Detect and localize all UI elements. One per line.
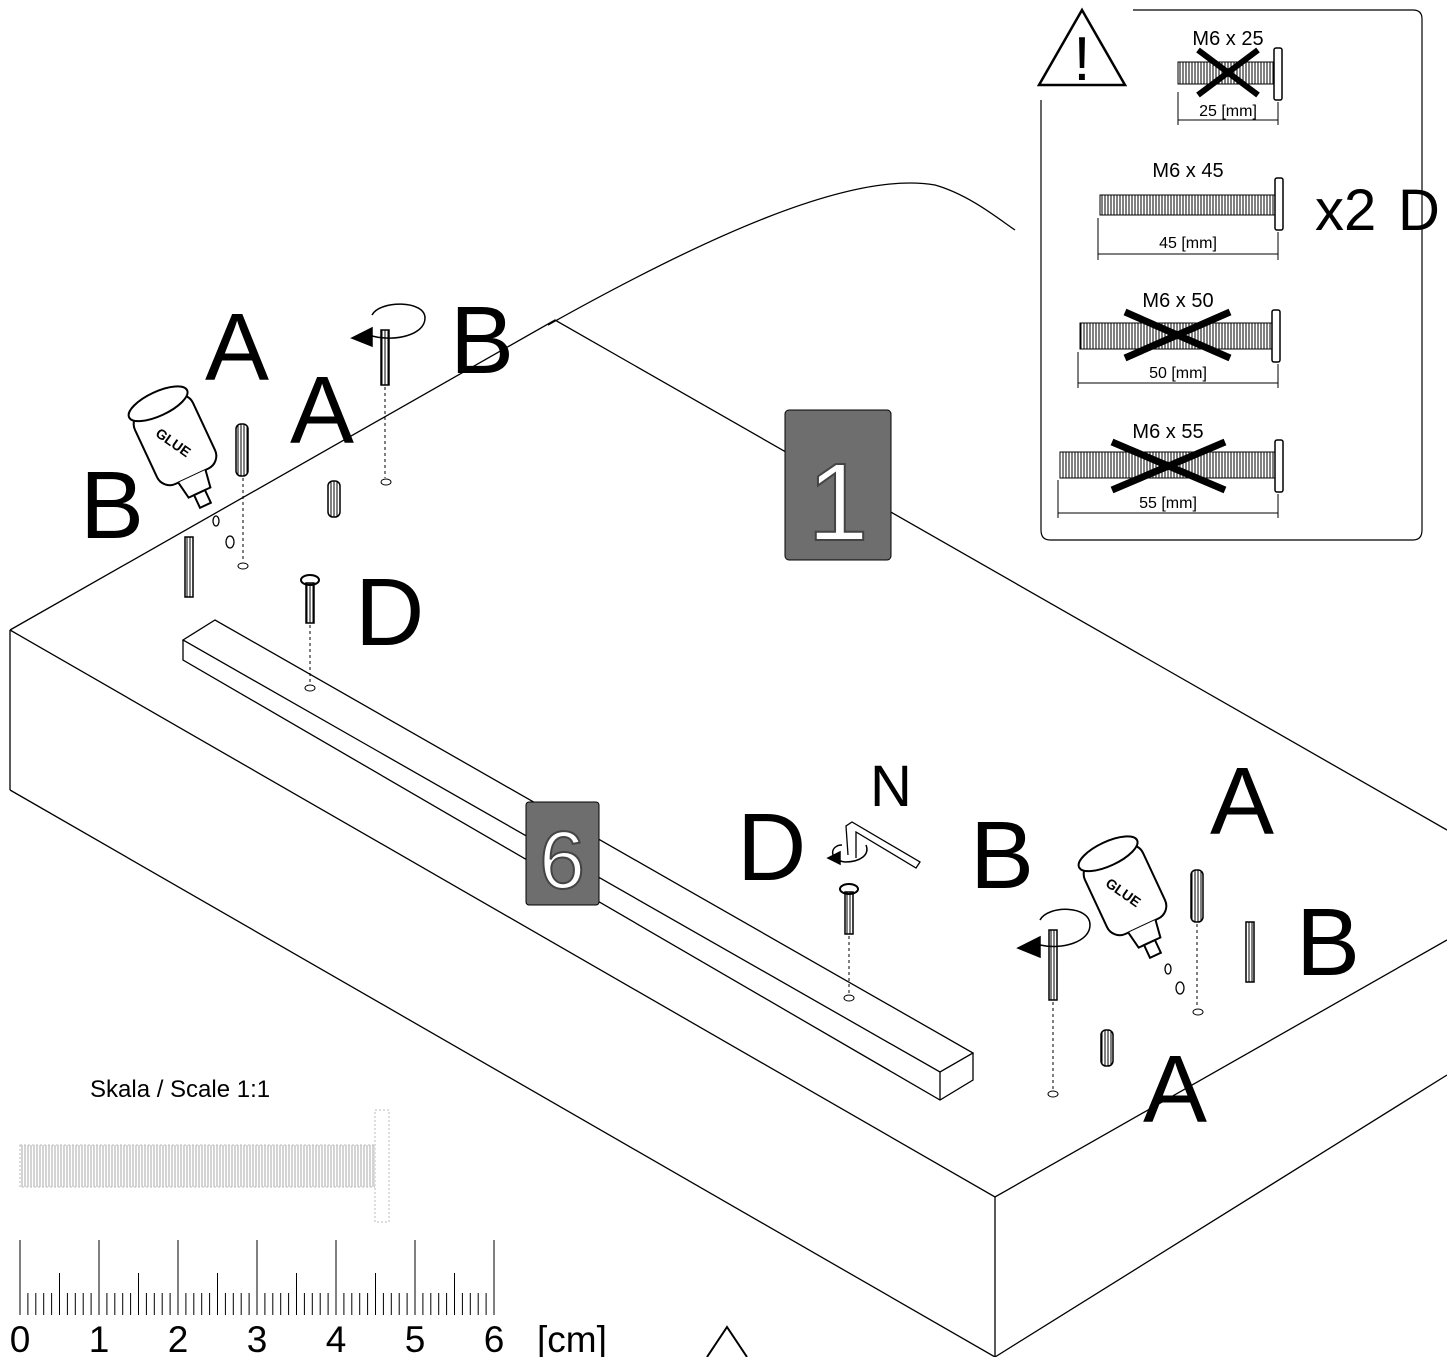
- ruler-number: 0: [10, 1319, 31, 1357]
- screw-icon: [300, 574, 320, 692]
- glue-bottle-icon: GLUE: [1077, 835, 1168, 960]
- part-label-b: B: [80, 452, 144, 559]
- ruler: [19, 1240, 495, 1315]
- part-label-b: B: [1296, 889, 1360, 996]
- step-number-1: 1: [807, 441, 868, 564]
- screw-name: M6 x 45: [1152, 160, 1223, 182]
- part-label-b: B: [450, 287, 514, 394]
- screw-spec-m6x45: M6 x 45 45 [mm]: [1097, 160, 1284, 260]
- part-label-a: A: [205, 294, 269, 401]
- ruler-numbers: 0 1 2 3 4 5 6 [cm]: [10, 1319, 607, 1357]
- ruler-number: 4: [326, 1319, 347, 1357]
- part-label-b: B: [970, 802, 1034, 909]
- screw-dimension: 25 [mm]: [1199, 103, 1257, 120]
- dowel-icon: [235, 423, 249, 570]
- rotate-arrow-icon: [1016, 908, 1091, 959]
- screw-spec-m6x25: M6 x 25 25 [mm]: [1177, 28, 1283, 125]
- ruler-number: 1: [89, 1319, 110, 1357]
- ruler-number: 5: [405, 1319, 426, 1357]
- rail-part: [181, 619, 975, 1101]
- glue-drops-icon: [212, 515, 235, 549]
- part-label-d: D: [1398, 178, 1440, 243]
- part-label-n: N: [870, 754, 912, 819]
- glue-bottle-icon: GLUE: [127, 385, 218, 510]
- cam-bolt-icon: [380, 329, 392, 486]
- up-arrow-icon: [706, 1325, 748, 1357]
- cam-bolt-icon: [1245, 921, 1255, 983]
- ruler-unit: [cm]: [537, 1319, 607, 1357]
- panel-outline: [9, 182, 1447, 1357]
- dowel-icon: [1100, 1029, 1114, 1067]
- warning-triangle-icon: !: [1036, 7, 1128, 94]
- dowel-icon: [327, 480, 341, 518]
- step-number-6: 6: [539, 815, 585, 906]
- step-badge-1: 1: [784, 409, 892, 565]
- allen-key-icon: [845, 821, 921, 869]
- dowel-icon: [1190, 869, 1204, 1016]
- rotate-arrow-icon: [350, 303, 426, 348]
- cam-bolt-icon: [184, 536, 194, 598]
- screw-spec-m6x55: M6 x 55 55 [mm]: [1057, 421, 1284, 518]
- part-label-d: D: [355, 559, 424, 666]
- screw-dimension: 50 [mm]: [1149, 365, 1207, 382]
- rotate-arrow-icon: [826, 844, 868, 866]
- screw-dimension: 55 [mm]: [1139, 495, 1197, 512]
- screw-icon: [839, 883, 859, 1002]
- part-label-a: A: [1210, 748, 1274, 855]
- ruler-number: 2: [168, 1319, 189, 1357]
- glue-drops-icon: [1164, 963, 1185, 995]
- screw-dimension: 45 [mm]: [1159, 235, 1217, 252]
- screw-name: M6 x 25: [1192, 28, 1263, 50]
- step-badge-6: 6: [525, 801, 600, 907]
- cam-bolt-icon: [1047, 929, 1059, 1098]
- warning-symbol: !: [1073, 25, 1090, 94]
- warning-panel: ! M6 x 25 25 [mm] M6 x 45 45 [mm] x2 D: [1036, 7, 1440, 541]
- scale-screw-icon: [19, 1109, 390, 1223]
- scale-title: Skala / Scale 1:1: [90, 1076, 270, 1103]
- screw-spec-m6x50: M6 x 50 50 [mm]: [1077, 290, 1281, 388]
- part-label-a: A: [1143, 1036, 1207, 1143]
- screw-name: M6 x 55: [1132, 421, 1203, 443]
- part-label-d: D: [737, 794, 806, 901]
- part-label-a: A: [290, 357, 354, 464]
- ruler-number: 6: [484, 1319, 505, 1357]
- screw-name: M6 x 50: [1142, 290, 1213, 312]
- ruler-number: 3: [247, 1319, 268, 1357]
- quantity-label: x2: [1315, 178, 1376, 243]
